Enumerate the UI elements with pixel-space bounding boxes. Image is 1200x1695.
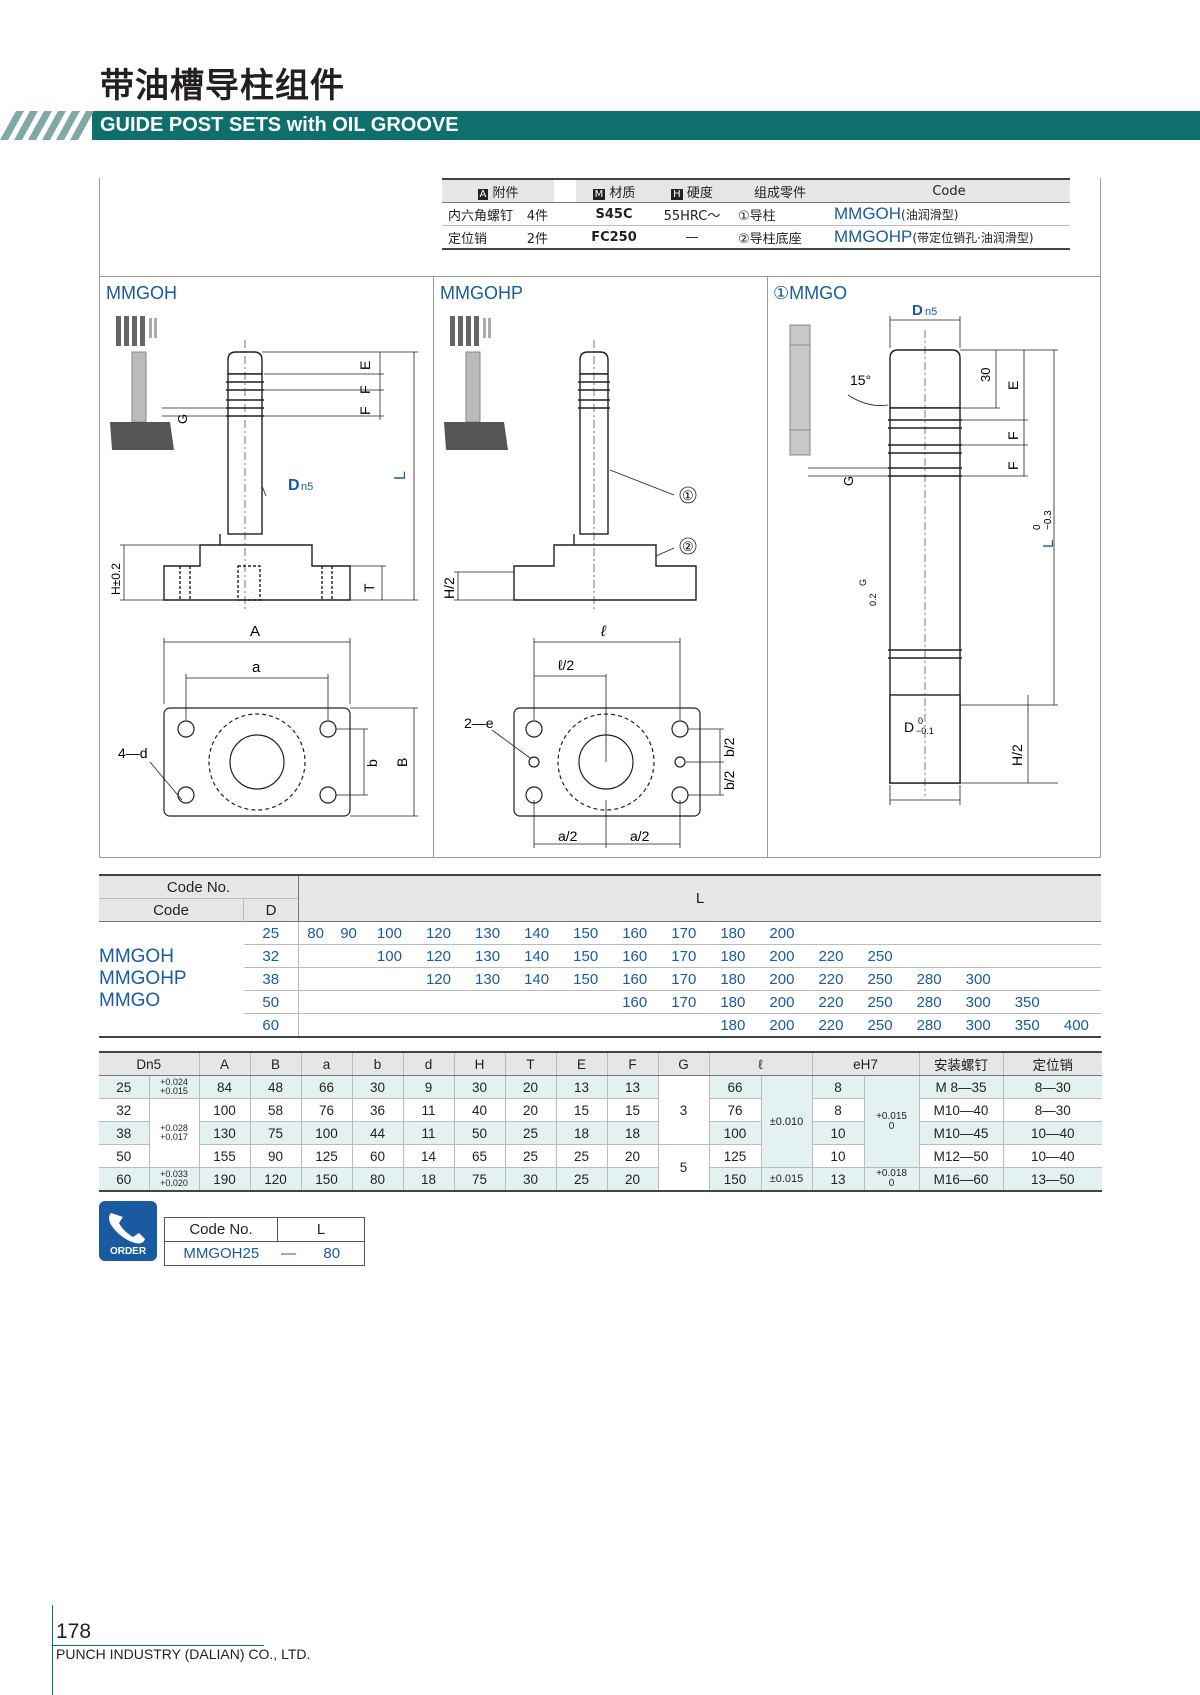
- svg-text:n5: n5: [925, 306, 937, 318]
- frame-divider: [433, 276, 434, 858]
- page-title-cn: 带油槽导柱组件: [100, 66, 345, 106]
- svg-text:2—e: 2—e: [464, 715, 494, 731]
- svg-text:a: a: [252, 659, 261, 676]
- svg-text:F: F: [1005, 431, 1021, 440]
- code-cell: MMGOHP(带定位销孔·油润滑型): [834, 227, 1034, 246]
- post-thumbnail: [110, 351, 174, 450]
- svg-text:F: F: [357, 406, 373, 415]
- panel-title-mmgo: ①MMGO: [773, 283, 848, 303]
- mmgohp-drawing: ① ② H/2 ℓ ℓ/2 2—e b/2 b/2 a/2 a/2: [441, 316, 737, 848]
- material-cell: S45C: [595, 206, 633, 222]
- hardness-head: H 硬度: [652, 179, 732, 203]
- svg-text:b/2: b/2: [721, 770, 737, 790]
- company-name: PUNCH INDUSTRY (DALIAN) CO., LTD.: [56, 1646, 311, 1662]
- svg-text:b/2: b/2: [721, 737, 737, 757]
- code-head: Code: [99, 898, 244, 922]
- svg-text:H±0.2: H±0.2: [109, 563, 123, 595]
- hardness-cell: —: [685, 229, 699, 245]
- frame-divider: [767, 276, 768, 858]
- svg-text:ℓ: ℓ: [600, 623, 607, 640]
- mmgoh-drawing: E F F G L D n5 H±0.2 T A a b B 4—d: [109, 316, 418, 817]
- footer-rule: [52, 1605, 53, 1695]
- svg-text:ℓ/2: ℓ/2: [558, 657, 574, 673]
- svg-text:0: 0: [1032, 524, 1043, 530]
- svg-text:n5: n5: [301, 481, 313, 493]
- svg-text:F: F: [357, 385, 373, 394]
- svg-text:D: D: [904, 719, 914, 735]
- svg-text:15°: 15°: [850, 372, 871, 388]
- svg-text:F: F: [1005, 461, 1021, 470]
- order-icon: ORDER: [99, 1201, 157, 1261]
- part-cell: ②导柱底座: [738, 231, 802, 247]
- svg-text:E: E: [357, 361, 373, 370]
- screws-thumbnail: [116, 316, 157, 346]
- svg-text:G: G: [841, 476, 856, 486]
- code-no-head: Code No.: [99, 875, 299, 899]
- svg-text:A: A: [250, 623, 260, 640]
- svg-text:−0.1: −0.1: [916, 726, 934, 736]
- svg-text:H/2: H/2: [441, 577, 457, 599]
- svg-text:E: E: [1005, 381, 1021, 390]
- title-bar: [0, 111, 1200, 140]
- svg-text:T: T: [361, 583, 377, 592]
- d-head: D: [243, 898, 299, 922]
- svg-text:a/2: a/2: [630, 828, 650, 844]
- order-example-table: Code No. L MMGOH25 — 80: [164, 1217, 365, 1266]
- svg-text:B: B: [394, 758, 410, 767]
- accessory-head: A 附件: [442, 179, 554, 203]
- material-head: M 材质: [576, 179, 652, 203]
- page-title-en: GUIDE POST SETS with OIL GROOVE: [100, 114, 459, 136]
- code-cell: MMGOH(油润滑型): [834, 204, 959, 223]
- hardness-cell: 55HRC～: [663, 208, 721, 224]
- footer-rule: [52, 1645, 264, 1646]
- svg-text:a/2: a/2: [558, 828, 578, 844]
- svg-text:H/2: H/2: [1009, 744, 1025, 766]
- svg-text:−0.3: −0.3: [1043, 510, 1054, 530]
- svg-text:b: b: [364, 759, 380, 767]
- svg-text:②: ②: [682, 539, 694, 554]
- panel-title-mmgohp: MMGOHP: [440, 283, 523, 303]
- svg-text:G: G: [175, 414, 190, 424]
- svg-text:D: D: [288, 477, 300, 494]
- l-head: L: [298, 875, 1101, 922]
- svg-text:G: G: [858, 579, 868, 586]
- parts-head: 组成零件: [732, 179, 828, 203]
- frame-divider: [99, 276, 1101, 277]
- svg-text:L: L: [1040, 540, 1057, 548]
- material-cell: FC250: [591, 229, 637, 245]
- svg-text:0.2: 0.2: [868, 593, 878, 606]
- svg-text:D: D: [912, 302, 923, 319]
- svg-text:①: ①: [682, 488, 694, 503]
- panel-title-mmgoh: MMGOH: [106, 283, 177, 303]
- part-cell: ①导柱: [738, 208, 776, 224]
- svg-text:30: 30: [978, 368, 993, 382]
- mmgo-drawing: D n5 15° 30 E F F G L 0 −0.3 G 0.2 H/2 D…: [789, 302, 1058, 805]
- svg-text:L: L: [392, 471, 409, 480]
- svg-text:4—d: 4—d: [118, 745, 148, 761]
- drawing-frame: [99, 178, 1101, 858]
- code-head: Code: [828, 179, 1070, 203]
- page-number: 178: [56, 1620, 92, 1643]
- svg-text:0: 0: [918, 716, 923, 726]
